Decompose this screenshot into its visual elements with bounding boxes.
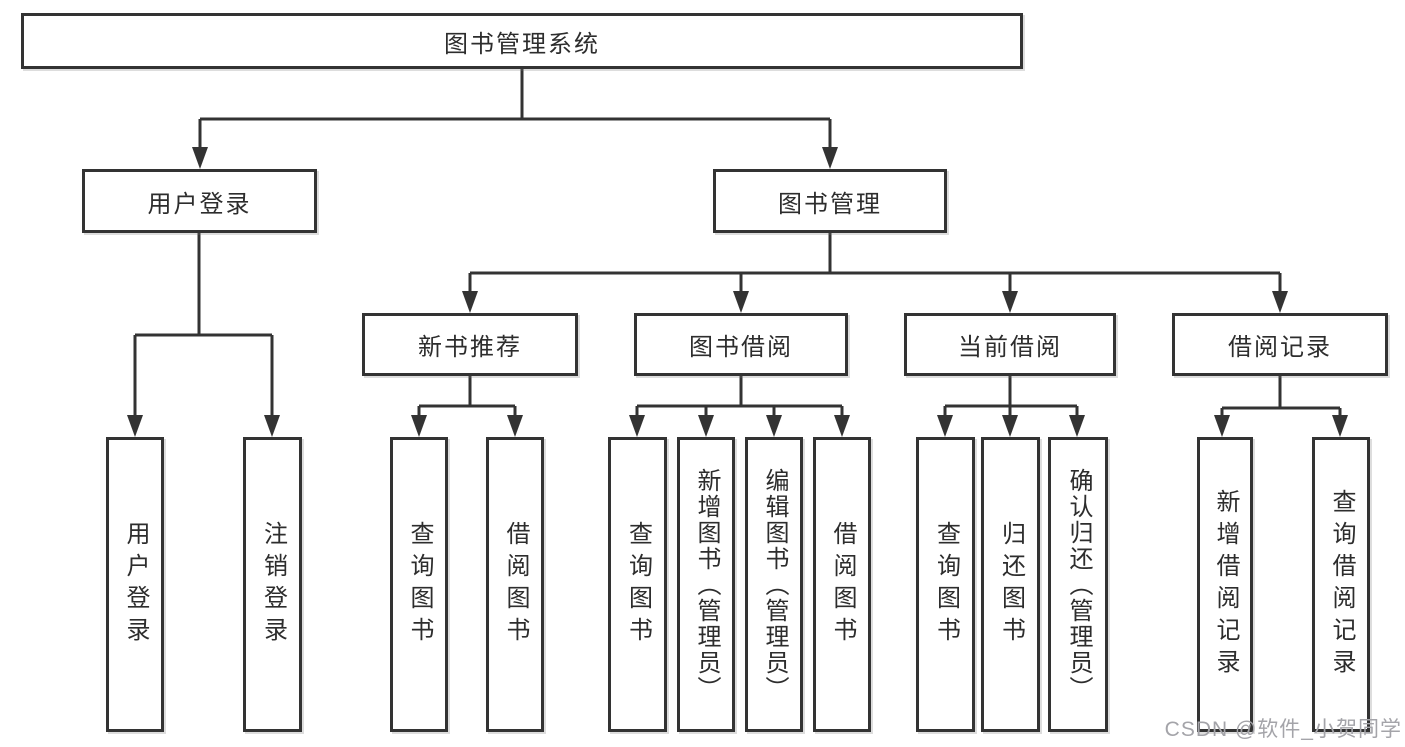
leaf-label: 确认归还（管理员）	[1065, 467, 1092, 702]
leaf-borrow-books-borrowing: 借阅图书	[813, 437, 871, 732]
node-borrowing-records: 借阅记录	[1172, 313, 1388, 376]
leaf-logout: 注销登录	[243, 437, 302, 732]
leaf-label: 查询借阅记录	[1328, 488, 1355, 681]
leaf-add-books-admin: 新增图书（管理员）	[677, 437, 735, 732]
leaf-label: 借阅图书	[829, 520, 856, 649]
node-label: 图书管理	[778, 190, 882, 218]
leaf-label: 查询图书	[624, 520, 652, 649]
leaf-query-books-borrowing: 查询图书	[608, 437, 667, 732]
leaf-user-login: 用户登录	[106, 437, 164, 732]
leaf-label: 编辑图书（管理员）	[761, 467, 788, 702]
node-user-login: 用户登录	[82, 169, 317, 233]
leaf-edit-books-admin: 编辑图书（管理员）	[745, 437, 803, 732]
node-new-book-recommendation: 新书推荐	[362, 313, 578, 376]
node-label: 新书推荐	[418, 334, 522, 361]
node-label: 图书借阅	[689, 334, 793, 361]
node-library-management-system: 图书管理系统	[21, 13, 1023, 69]
node-label: 当前借阅	[958, 334, 1062, 361]
leaf-query-borrow-record: 查询借阅记录	[1312, 437, 1370, 732]
csdn-watermark: CSDN @软件_小贺同学	[1164, 718, 1402, 741]
leaf-query-books-current: 查询图书	[916, 437, 975, 732]
node-label: 借阅记录	[1228, 334, 1332, 361]
node-current-borrowing: 当前借阅	[904, 313, 1116, 376]
node-label: 用户登录	[147, 190, 252, 218]
leaf-label: 新增借阅记录	[1212, 488, 1239, 681]
node-book-borrowing: 图书借阅	[634, 313, 848, 376]
leaf-label: 注销登录	[259, 520, 287, 649]
leaf-query-books-recommend: 查询图书	[390, 437, 448, 732]
leaf-label: 借阅图书	[502, 520, 529, 649]
leaf-borrow-books-recommend: 借阅图书	[486, 437, 544, 732]
node-label: 图书管理系统	[444, 30, 600, 58]
leaf-add-borrow-record: 新增借阅记录	[1197, 437, 1253, 732]
leaf-confirm-return-admin: 确认归还（管理员）	[1048, 437, 1108, 732]
leaf-label: 查询图书	[406, 520, 433, 649]
leaf-label: 查询图书	[932, 520, 960, 649]
leaf-return-books: 归还图书	[981, 437, 1040, 732]
leaf-label: 用户登录	[122, 520, 149, 649]
leaf-label: 新增图书（管理员）	[693, 467, 720, 702]
node-book-management: 图书管理	[713, 169, 947, 233]
leaf-label: 归还图书	[997, 520, 1025, 649]
